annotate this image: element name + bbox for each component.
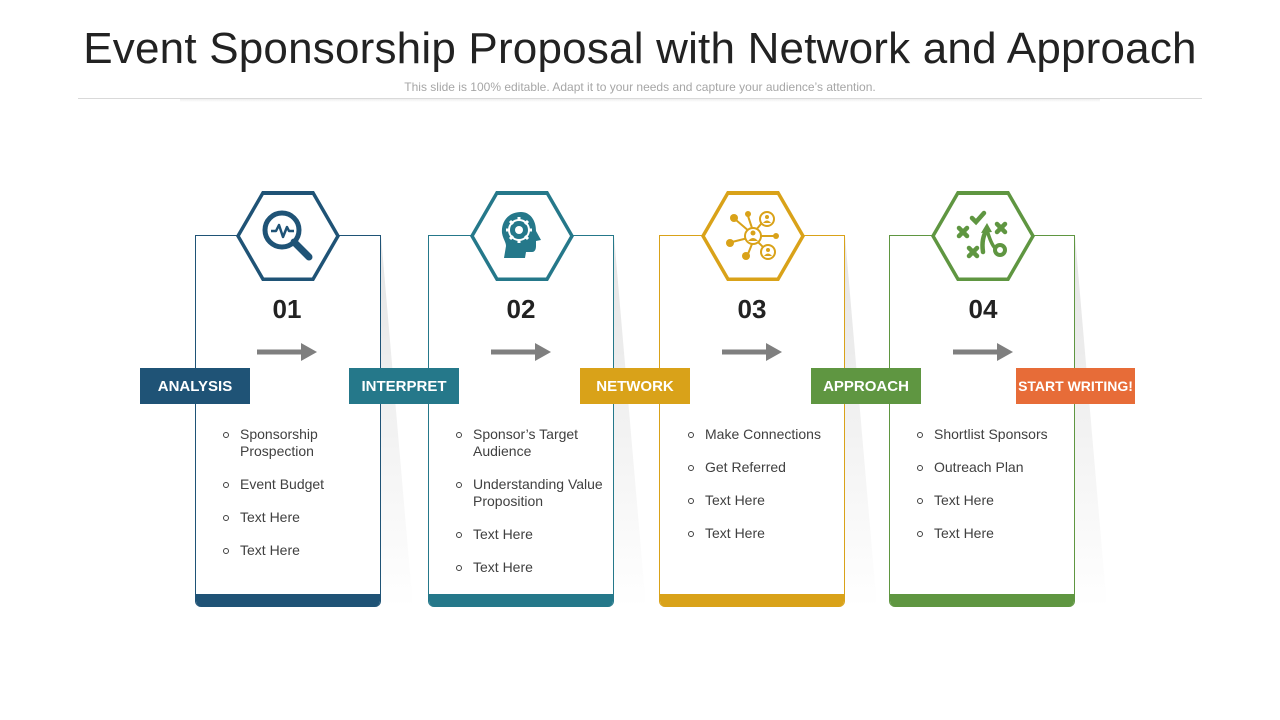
slide-subtitle: This slide is 100% editable. Adapt it to… — [404, 80, 876, 94]
step-number-3: 03 — [737, 294, 767, 324]
tag-interpret: INTERPRET — [349, 368, 459, 404]
list-item: Make Connections — [687, 426, 837, 443]
network-users-icon — [726, 211, 779, 260]
step-card-3 — [659, 235, 845, 607]
arrow-right-icon — [953, 343, 1013, 361]
card-footer-bar — [429, 594, 613, 607]
title-divider — [78, 98, 1202, 99]
magnifier-pulse-icon — [262, 210, 313, 261]
list-item: Text Here — [222, 509, 372, 526]
arrow-right-icon — [257, 343, 317, 361]
list-item: Outreach Plan — [916, 459, 1066, 476]
list-item: Text Here — [687, 492, 837, 509]
list-item: Event Budget — [222, 476, 372, 493]
card-footer-bar — [660, 594, 844, 607]
head-gear-icon — [501, 212, 541, 258]
tag-approach: APPROACH — [811, 368, 921, 404]
step-3-bullets: Make Connections Get Referred Text Here … — [687, 426, 837, 558]
card-shadow — [614, 236, 646, 608]
card-footer-bar — [196, 594, 380, 607]
card-shadow — [845, 236, 877, 608]
list-item: Text Here — [455, 526, 605, 543]
strategy-play-icon — [956, 210, 1008, 259]
step-card-4 — [889, 235, 1075, 607]
title-divider-shadow — [180, 99, 1100, 102]
step-card-1 — [195, 235, 381, 607]
step-number-1: 01 — [272, 294, 302, 324]
step-2-bullets: Sponsor’s Target Audience Understanding … — [455, 426, 605, 592]
list-item: Text Here — [916, 492, 1066, 509]
list-item: Sponsor’s Target Audience — [455, 426, 605, 460]
card-shadow — [381, 236, 413, 608]
step-4-bullets: Shortlist Sponsors Outreach Plan Text He… — [916, 426, 1066, 558]
list-item: Sponsorship Prospection — [222, 426, 372, 460]
list-item: Text Here — [916, 525, 1066, 542]
list-item: Text Here — [687, 525, 837, 542]
tag-start-writing: START WRITING! — [1016, 368, 1135, 404]
slide-title: Event Sponsorship Proposal with Network … — [83, 24, 1197, 73]
step-card-2 — [428, 235, 614, 607]
tag-analysis: ANALYSIS — [140, 368, 250, 404]
arrow-right-icon — [491, 343, 551, 361]
step-number-2: 02 — [506, 294, 536, 324]
step-1-bullets: Sponsorship Prospection Event Budget Tex… — [222, 426, 372, 575]
list-item: Text Here — [455, 559, 605, 576]
list-item: Text Here — [222, 542, 372, 559]
list-item: Get Referred — [687, 459, 837, 476]
card-footer-bar — [890, 594, 1074, 607]
card-shadow — [1075, 236, 1107, 608]
arrow-right-icon — [722, 343, 782, 361]
tag-network: NETWORK — [580, 368, 690, 404]
list-item: Shortlist Sponsors — [916, 426, 1066, 443]
step-number-4: 04 — [968, 294, 998, 324]
list-item: Understanding Value Proposition — [455, 476, 605, 510]
